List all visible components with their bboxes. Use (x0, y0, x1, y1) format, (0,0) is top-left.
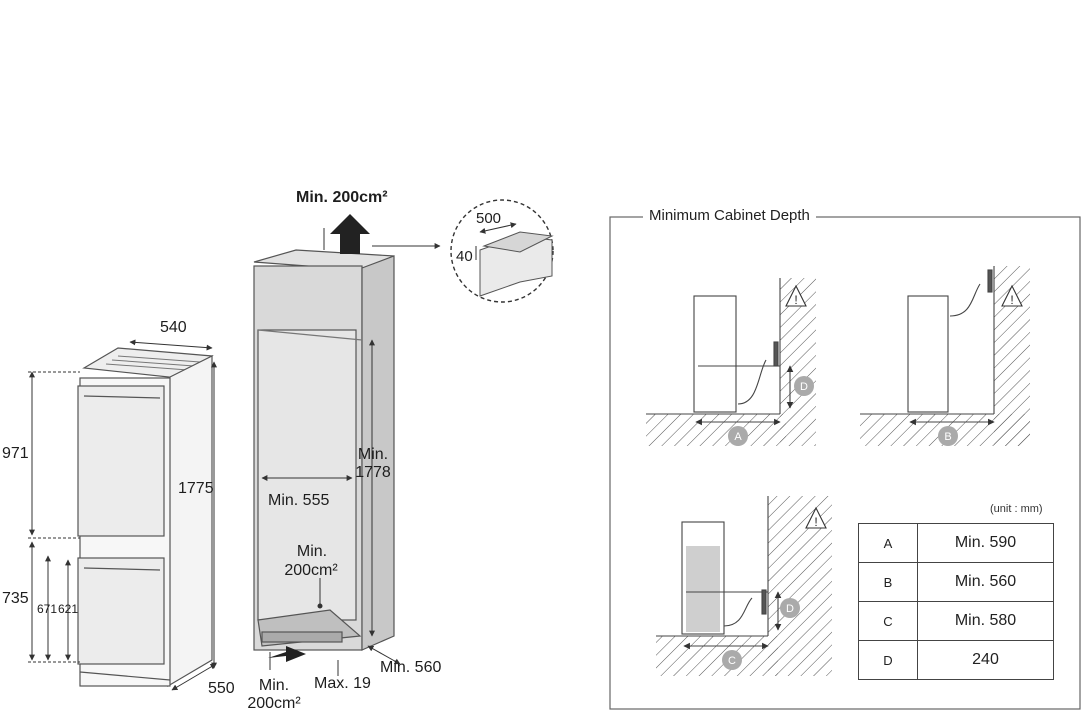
fridge-drawing (77, 347, 214, 688)
table-key: C (858, 601, 918, 641)
table-row: C Min. 580 (858, 601, 1054, 641)
marker-a-label: A (734, 431, 742, 443)
table-value: Min. 590 (917, 523, 1054, 563)
warning-icon: ! (1010, 293, 1013, 307)
scene-a (646, 278, 816, 446)
marker-a-circle (728, 426, 748, 446)
lower-dim-1-label: 671 (37, 602, 58, 616)
warning-icon: ! (794, 293, 797, 307)
inner-width-label: Min. 555 (268, 492, 330, 509)
panel-title: Minimum Cabinet Depth (643, 207, 816, 224)
cabinet-drawing (253, 249, 395, 651)
table-key: D (858, 640, 918, 680)
marker-c-circle (722, 650, 742, 670)
bottom-vent-label-1: Min. (258, 677, 290, 694)
inner-height-label-2: 1778 (355, 464, 391, 481)
bottom-inner-vent-label-1: Min. (296, 543, 328, 560)
lower-dim-2-label: 621 (58, 602, 79, 616)
fridge-dimension-lines (28, 339, 217, 691)
warning-icon: ! (814, 515, 817, 529)
depth-panel-frame (609, 216, 1081, 710)
marker-b-label: B (944, 431, 951, 443)
table-value: Min. 560 (917, 562, 1054, 602)
table-key: A (858, 523, 918, 563)
fridge-depth-label: 550 (208, 680, 235, 697)
table-row: D 240 (858, 640, 1054, 680)
upper-height-label: 971 (2, 445, 29, 462)
table-key: B (858, 562, 918, 602)
detail-width-label: 500 (476, 210, 502, 227)
plinth-gap-label: Max. 19 (314, 675, 371, 692)
cabinet-depth-label: Min. 560 (380, 659, 442, 676)
marker-d-circle-1 (794, 376, 814, 396)
table-value: 240 (917, 640, 1054, 680)
cabinet-dimension-lines (261, 339, 401, 676)
inner-height-label-1: Min. (357, 446, 389, 463)
marker-c-label: C (728, 655, 736, 667)
top-vent-label: Min. 200cm² (296, 189, 388, 206)
cabinet-arrows (268, 214, 441, 662)
marker-d-circle-2 (780, 598, 800, 618)
lower-height-label: 735 (2, 590, 29, 607)
table-row: A Min. 590 (858, 523, 1054, 563)
scene-b (860, 266, 1030, 446)
marker-d-label-1: D (800, 381, 808, 393)
total-height-label: 1775 (178, 480, 214, 497)
table-value: Min. 580 (917, 601, 1054, 641)
marker-d-label-2: D (786, 603, 794, 615)
marker-b-circle (938, 426, 958, 446)
table-row: B Min. 560 (858, 562, 1054, 602)
detail-circle (450, 199, 554, 303)
unit-note: (unit : mm) (990, 503, 1043, 515)
fridge-width-label: 540 (160, 319, 187, 336)
scene-c (656, 496, 832, 676)
bottom-inner-vent-label-2: 200cm² (284, 562, 338, 579)
bottom-vent-label-2: 200cm² (247, 695, 301, 712)
detail-height-label: 40 (456, 248, 473, 265)
depth-table: A Min. 590 B Min. 560 C Min. 580 D 240 (858, 523, 1054, 680)
